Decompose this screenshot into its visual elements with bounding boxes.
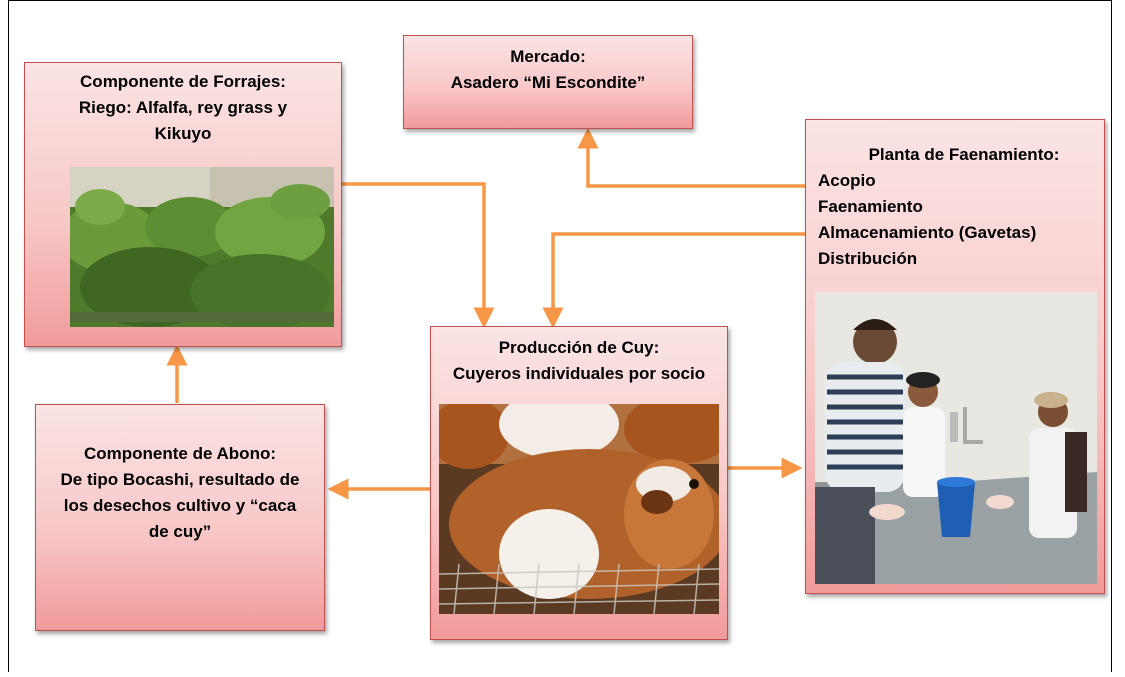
mercado-box: Mercado: Asadero “Mi Escondite” <box>403 35 693 129</box>
planta-item-almacenamiento: Almacenamiento (Gavetas) <box>818 223 1037 242</box>
arrow-planta-to-produccion <box>542 232 805 329</box>
abono-line-3: los desechos cultivo y “caca <box>63 496 297 515</box>
planta-title: Planta de Faenamiento: <box>868 145 1060 164</box>
abono-line-2: De tipo Bocashi, resultado de <box>60 470 300 489</box>
forrajes-box: Componente de Forrajes: Riego: Alfalfa, … <box>24 62 342 347</box>
guinea-pigs-photo <box>439 404 719 614</box>
alfalfa-plants-photo <box>70 167 334 327</box>
arrow-forrajes-to-produccion <box>342 182 495 329</box>
produccion-box: Producción de Cuy: Cuyeros individuales … <box>430 326 728 640</box>
planta-item-acopio: Acopio <box>818 171 876 190</box>
workers-processing-cuy-photo <box>815 292 1097 584</box>
forrajes-line-1: Componente de Forrajes: <box>80 72 286 91</box>
abono-line-4: de cuy” <box>148 522 212 541</box>
planta-box: Planta de Faenamiento: Acopio Faenamient… <box>805 119 1105 594</box>
mercado-line-1: Mercado: <box>510 47 586 66</box>
planta-item-faenamiento: Faenamiento <box>818 197 923 216</box>
mercado-line-2: Asadero “Mi Escondite” <box>450 73 646 92</box>
diagram-frame <box>8 0 1112 672</box>
arrow-planta-to-mercado <box>577 127 805 188</box>
forrajes-line-3: Kikuyo <box>154 124 212 143</box>
abono-box: Componente de Abono: De tipo Bocashi, re… <box>35 404 325 631</box>
abono-line-1: Componente de Abono: <box>83 444 276 463</box>
produccion-line-1: Producción de Cuy: <box>498 338 660 357</box>
forrajes-line-2: Riego: Alfalfa, rey grass y <box>78 98 288 117</box>
planta-item-distribucion: Distribución <box>818 249 918 268</box>
produccion-line-2: Cuyeros individuales por socio <box>452 364 706 383</box>
